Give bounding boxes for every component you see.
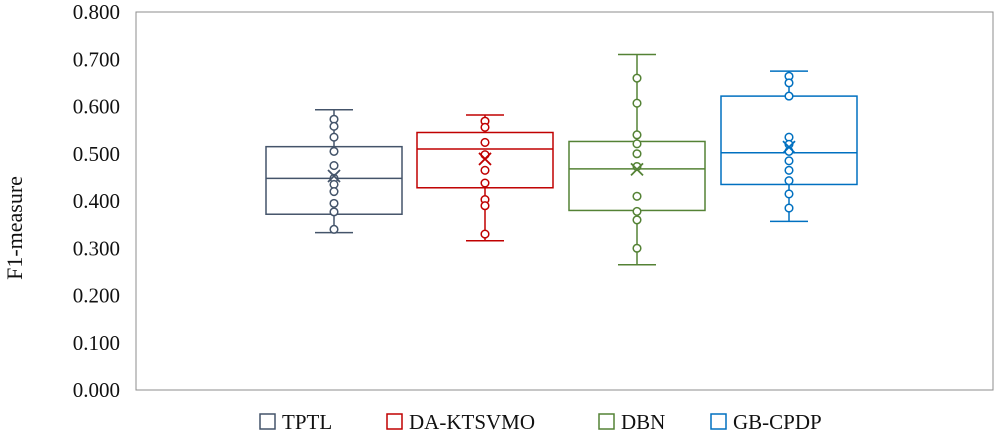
data-point <box>480 201 490 211</box>
box-series-group <box>265 53 858 266</box>
y-tick-labels: 0.000 0.100 0.200 0.300 0.400 0.500 0.600 0.700… <box>73 0 120 402</box>
data-point <box>480 178 490 188</box>
y-tick-label: 0.500 <box>73 142 120 166</box>
data-point <box>480 229 490 239</box>
box-gb-cpdp <box>720 70 858 223</box>
legend-swatch <box>386 413 403 430</box>
legend-swatch <box>710 413 727 430</box>
data-point <box>632 191 642 201</box>
data-point <box>329 146 339 156</box>
mean-marker <box>782 140 796 154</box>
y-tick-label: 0.000 <box>73 378 120 402</box>
data-point <box>784 91 794 101</box>
legend-swatch <box>259 413 276 430</box>
legend-label: GB-CPDP <box>733 410 822 434</box>
data-point <box>329 224 339 234</box>
y-tick-label: 0.700 <box>73 47 120 71</box>
data-point <box>632 149 642 159</box>
data-point <box>632 206 642 216</box>
data-point <box>784 203 794 213</box>
y-tick-label: 0.300 <box>73 236 120 260</box>
legend: TPTL DA-KTSVMO DBN GB-CPDP <box>259 410 822 434</box>
data-point <box>632 130 642 140</box>
data-point <box>480 137 490 147</box>
box-da-ktsvmo <box>416 114 554 242</box>
data-point <box>784 156 794 166</box>
y-tick-label: 0.600 <box>73 95 120 119</box>
data-point <box>632 243 642 253</box>
data-point <box>329 198 339 208</box>
data-point <box>329 132 339 142</box>
data-point <box>632 98 642 108</box>
data-point <box>632 73 642 83</box>
mean-marker <box>630 162 644 176</box>
box-dbn <box>568 53 706 266</box>
box-tptl <box>265 109 403 234</box>
y-tick-label: 0.100 <box>73 331 120 355</box>
data-point <box>329 121 339 131</box>
legend-swatch <box>598 413 615 430</box>
data-point <box>784 165 794 175</box>
mean-marker <box>327 169 341 183</box>
legend-label: DA-KTSVMO <box>409 410 535 434</box>
data-point <box>480 165 490 175</box>
y-axis-title: F1-measure <box>2 176 27 280</box>
legend-label: TPTL <box>282 410 332 434</box>
data-point <box>329 161 339 171</box>
mean-marker <box>478 152 492 166</box>
data-point <box>784 78 794 88</box>
data-point <box>329 207 339 217</box>
data-point <box>632 215 642 225</box>
data-point <box>480 122 490 132</box>
plot-area-frame <box>135 11 994 391</box>
data-point <box>329 187 339 197</box>
data-point <box>784 176 794 186</box>
y-tick-label: 0.200 <box>73 284 120 308</box>
data-point <box>784 189 794 199</box>
y-tick-label: 0.400 <box>73 189 120 213</box>
y-tick-label: 0.800 <box>73 0 120 24</box>
data-point <box>632 139 642 149</box>
legend-label: DBN <box>621 410 665 434</box>
